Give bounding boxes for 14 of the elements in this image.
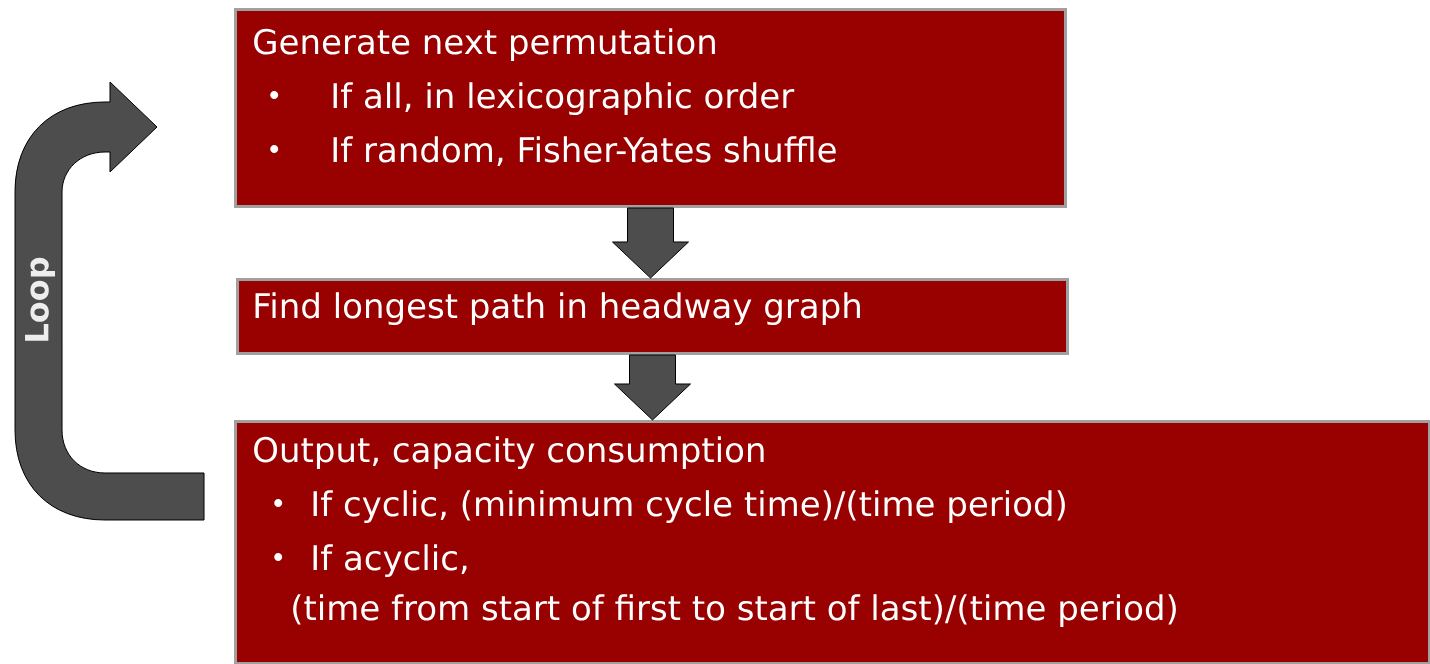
heading-text: Generate next permutation — [254, 28, 715, 62]
block-arrow — [612, 207, 689, 279]
heading-text: Output, capacity consumption — [254, 436, 764, 470]
bullet-text: If random, Fisher-Yates shuffle — [333, 136, 836, 166]
heading-text: Find longest path in headway graph — [255, 292, 860, 326]
bullet-text: If cyclic, (minimum cycle time)/(time period) — [313, 490, 1065, 524]
bullet-text: If acyclic, (time from start of first to start of last)/(time period) — [293, 544, 1176, 628]
edge-label: Loop — [25, 257, 55, 341]
bullet-text: If all, in lexicographic order — [333, 82, 795, 116]
loop-arrow — [14, 81, 205, 521]
process-box — [234, 420, 1430, 664]
block-arrow — [614, 354, 691, 421]
process-box — [236, 278, 1069, 355]
process-box — [234, 8, 1067, 208]
